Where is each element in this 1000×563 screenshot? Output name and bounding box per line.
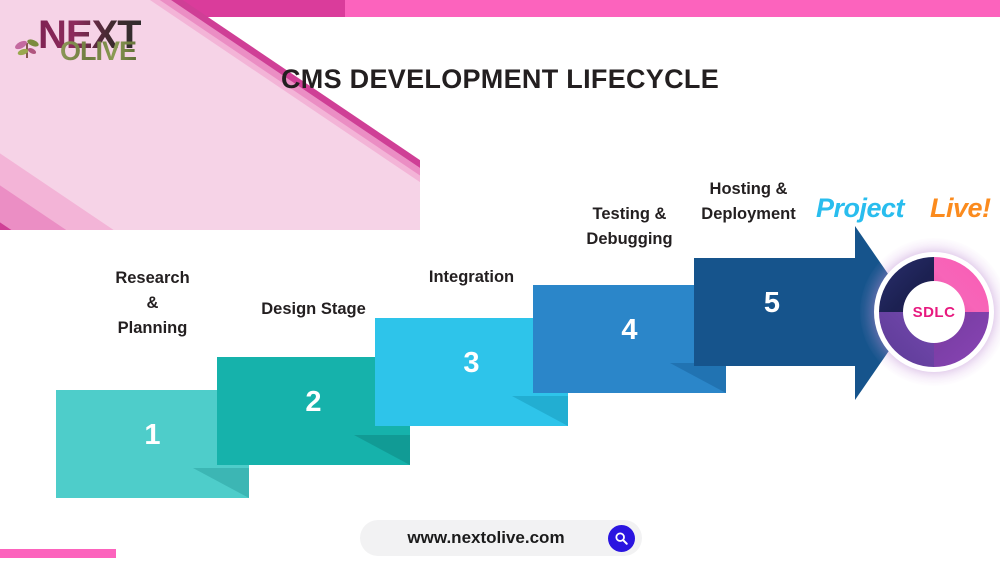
step-1-label-line-2: & [146,294,159,312]
footer-url-text[interactable]: www.nextolive.com [407,528,565,547]
bottom-accent-bar [0,549,116,558]
footer-url-pill [360,520,642,556]
step-5-label-line-1: Hosting & [709,180,788,198]
step-1-label-line-3: Planning [117,319,188,337]
project-wordmark: Project [814,192,906,225]
step-1-label-line-1: Research [115,269,190,287]
step-3-shadow [512,396,568,426]
step-5-label-line-2: Deployment [701,205,796,223]
step-1-shadow [193,468,249,498]
step-3-label-line-1: Integration [428,268,515,286]
step-5-number: 5 [763,287,781,319]
logo-text-olive: OLIVE [60,36,137,66]
step-2-shadow [354,435,410,465]
live-wordmark: Live! [929,192,993,225]
logo-text-next: NEXT [38,13,142,57]
search-icon[interactable] [608,525,635,552]
step-1-number: 1 [144,419,161,451]
step-4-number: 4 [621,314,638,346]
search-glass-glyph [615,532,628,545]
sdlc-badge-label: SDLC [903,281,965,343]
step-3-number: 3 [463,347,480,379]
page-title: CMS DEVELOPMENT LIFECYCLE [280,64,720,94]
step-block-5[interactable]: 5 [694,258,855,366]
step-4-label-line-2: Debugging [586,230,673,248]
step-2-number: 2 [305,386,322,418]
plant-sprout-icon [15,39,39,58]
step-5-body [694,258,855,366]
step-3-label: Integration [375,265,568,290]
step-4-shadow [670,363,726,393]
brand-logo: NEXT OLIVE [12,14,162,70]
step-2-label: Design Stage [217,297,410,322]
step-2-label-line-1: Design Stage [261,300,366,318]
step-5-label: Hosting & Deployment [652,177,845,227]
step-1-label: Research & Planning [56,266,249,341]
step-4-label: Testing & Debugging [533,202,726,252]
step-block-4[interactable]: 4 [533,285,726,393]
step-4-label-line-1: Testing & [592,205,667,223]
